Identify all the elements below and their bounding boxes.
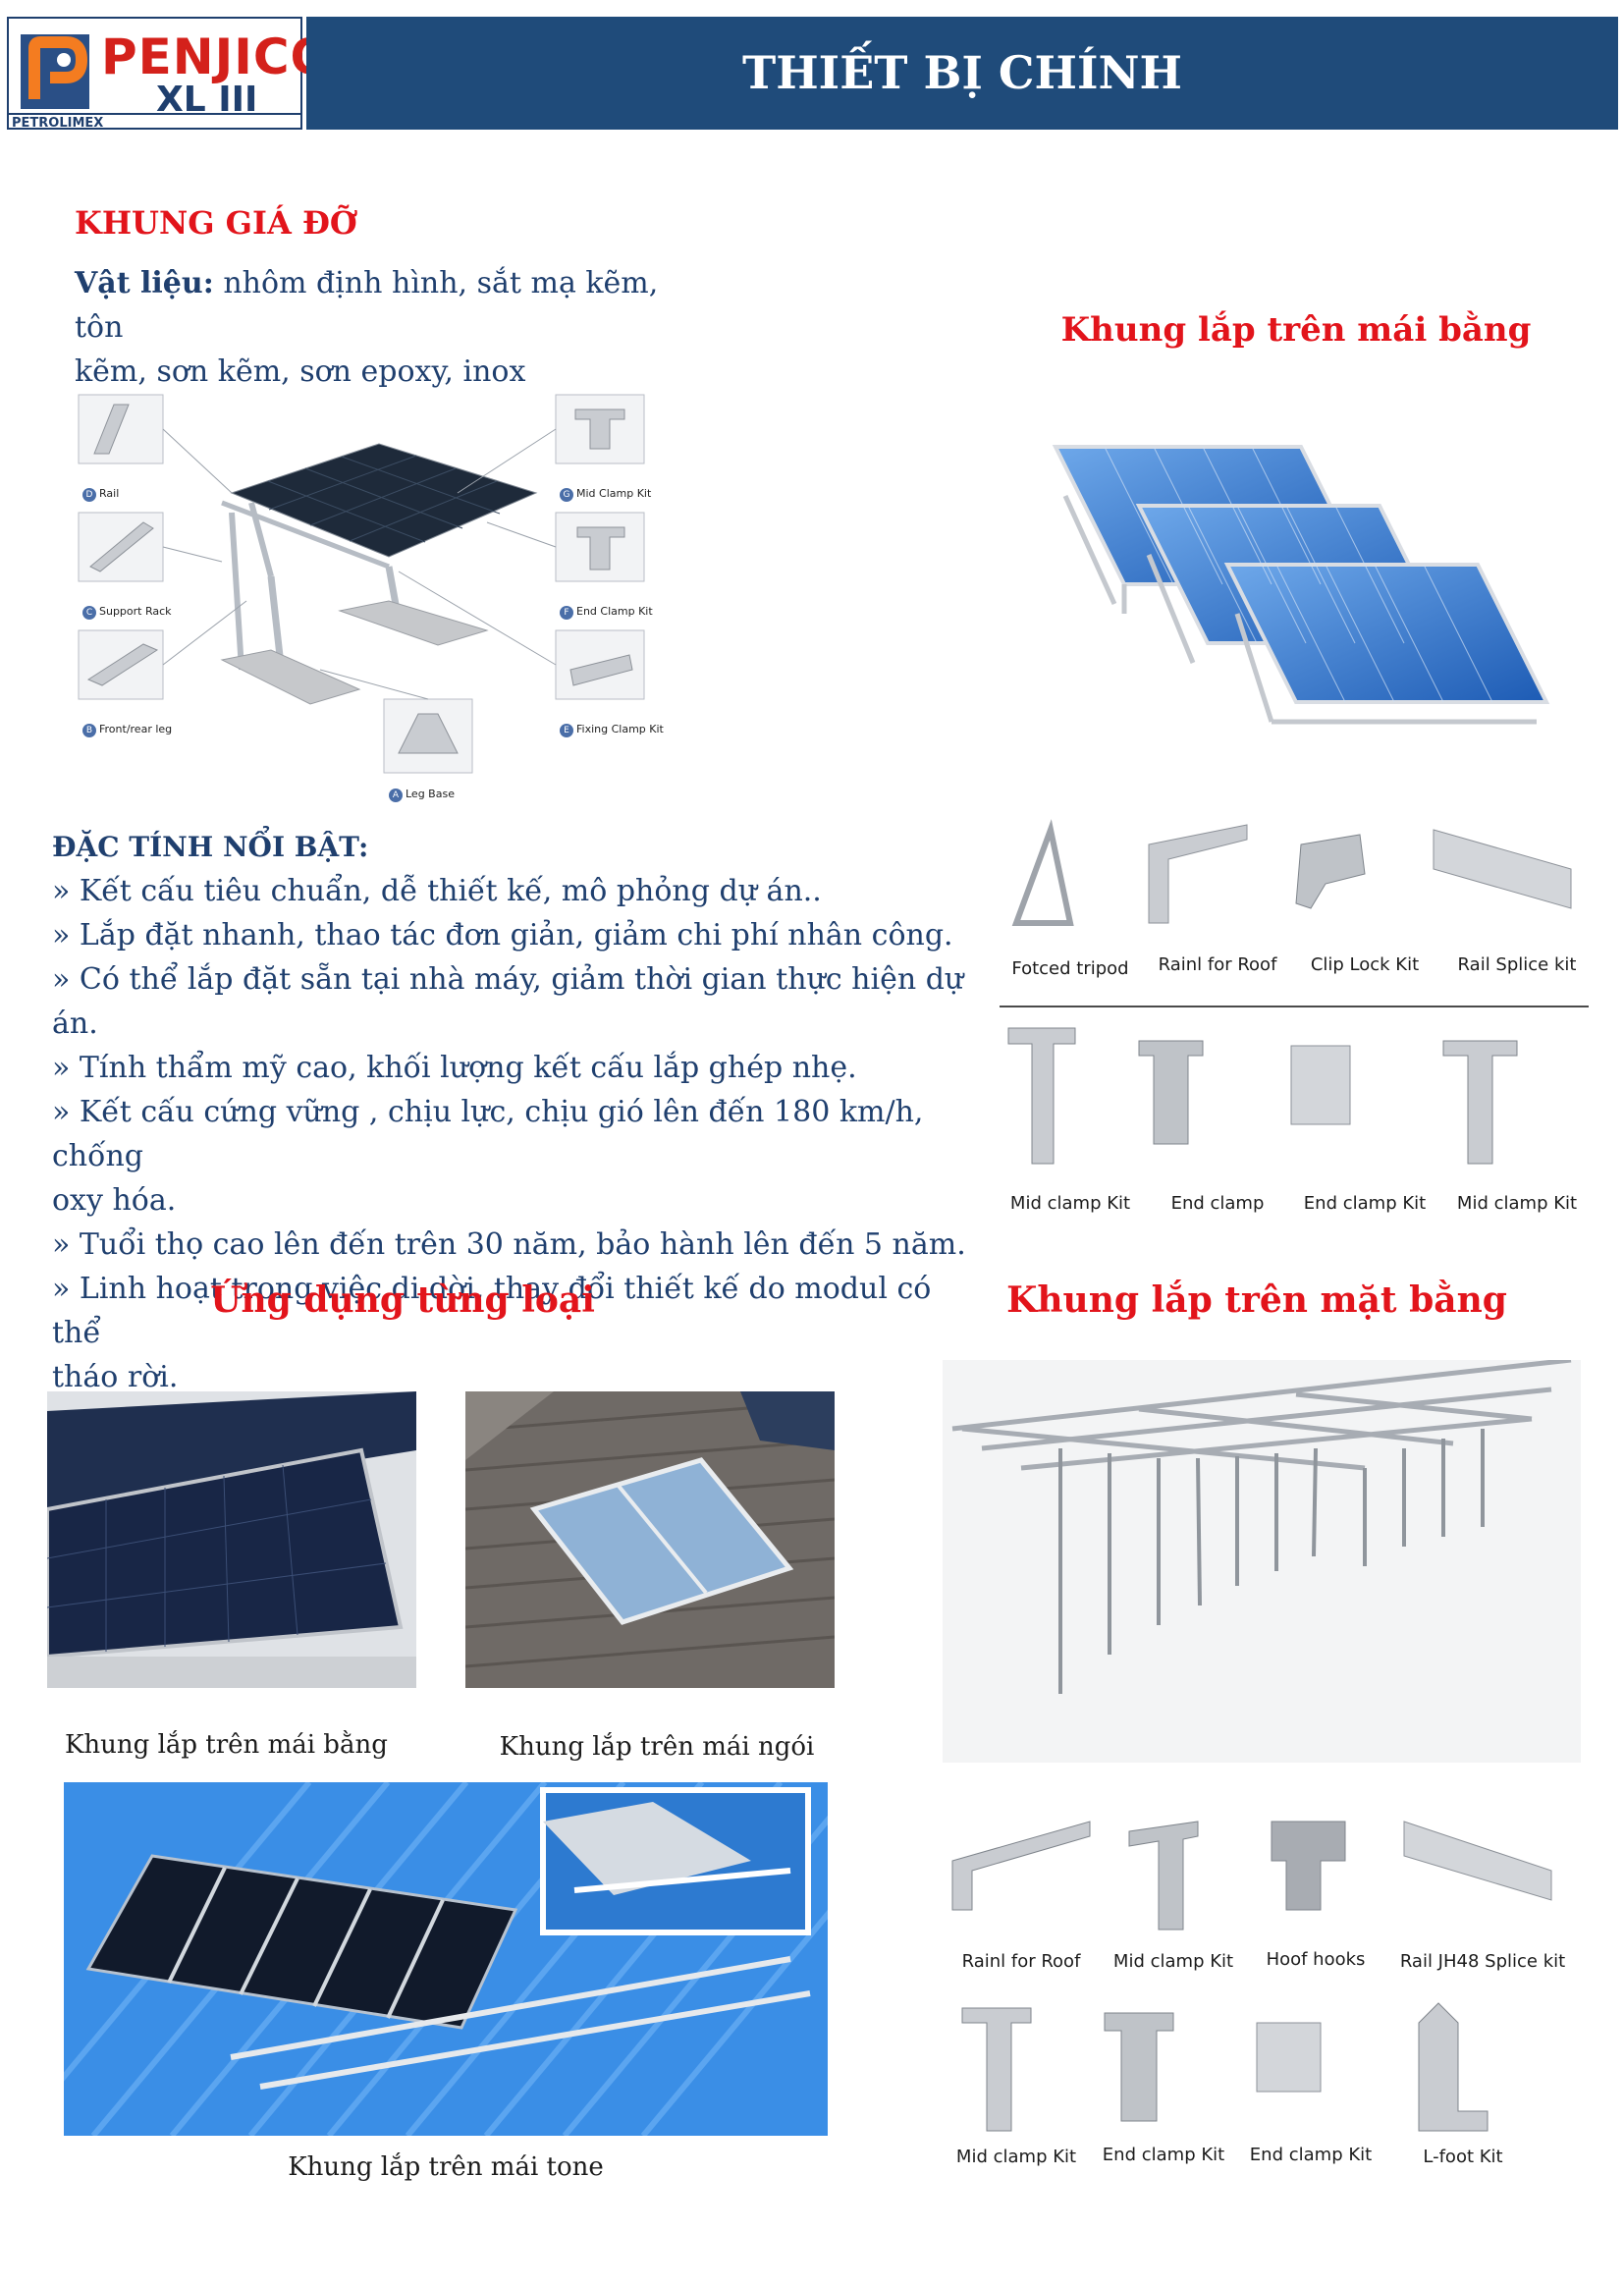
part-caption: Mid clamp Kit <box>1112 1951 1234 1972</box>
part-caption: End clamp Kit <box>1102 2145 1225 2165</box>
feature-item: » Tính thẩm mỹ cao, khối lượng kết cấu l… <box>52 1051 857 1085</box>
logo-emblem-icon <box>21 34 89 109</box>
caption-flat-roof: Khung lắp trên mái bằng <box>65 1730 388 1760</box>
flat-roof-parts-row1: Fotced tripod Rainl for Roof Clip Lock K… <box>997 815 1591 992</box>
part-caption: End clamp <box>1170 1193 1265 1214</box>
page-title: THIẾT BỊ CHÍNH <box>741 46 1183 99</box>
part-caption: Mid clamp Kit <box>955 2147 1077 2167</box>
features-heading: ĐẶC TÍNH NỔI BẬT: <box>52 831 369 863</box>
part-caption: Rainl for Roof <box>1158 954 1277 975</box>
feature-item: » Linh hoạt trong việc di dời, thay đổi … <box>52 1272 932 1350</box>
part-caption: End clamp Kit <box>1303 1193 1427 1214</box>
flat-roof-photo <box>47 1391 416 1688</box>
metal-roof-photo <box>64 1782 828 2136</box>
header-bar: THIẾT BỊ CHÍNH <box>306 17 1618 130</box>
material-text: Vật liệu: nhôm định hình, sắt mạ kẽm, tô… <box>75 261 703 394</box>
part-caption: Clip Lock Kit <box>1310 954 1420 975</box>
tile-roof-photo <box>465 1391 835 1688</box>
applications-heading: Ứng dụng từng loại <box>210 1279 595 1321</box>
part-caption: Rail JH48 Splice kit <box>1399 1951 1566 1972</box>
flat-roof-parts-row2: Mid clamp Kit End clamp End clamp Kit Mi… <box>997 1016 1591 1223</box>
feature-item: » Có thể lắp đặt sẵn tại nhà máy, giảm t… <box>52 962 964 1041</box>
logo-parent-text: PETROLIMEX <box>9 113 300 131</box>
feature-item: » Kết cấu cứng vững , chịu lực, chịu gió… <box>52 1095 924 1173</box>
parts-divider <box>1000 1006 1589 1007</box>
feature-item: oxy hóa. <box>52 1183 177 1218</box>
feature-item: » Tuổi thọ cao lên đến trên 30 năm, bảo … <box>52 1227 966 1262</box>
ground-parts-row1: Rainl for Roof Mid clamp Kit Hoof hooks … <box>943 1802 1581 1988</box>
material-value: nhôm định hình, sắt mạ kẽm, tôn <box>75 266 659 345</box>
feature-item: » Lắp đặt nhanh, thao tác đơn giản, giảm… <box>52 918 953 952</box>
material-value-2: kẽm, sơn kẽm, sơn epoxy, inox <box>75 354 526 389</box>
flat-roof-panels-image <box>1046 437 1586 732</box>
material-label: Vật liệu: <box>75 266 214 300</box>
feature-item: » Kết cấu tiêu chuẩn, dễ thiết kế, mô ph… <box>52 874 822 908</box>
caption-metal-roof: Khung lắp trên mái tone <box>288 2152 604 2182</box>
company-logo: PENJICO XL III PETROLIMEX <box>7 17 332 131</box>
carport-illustration <box>78 394 645 774</box>
part-caption: Rainl for Roof <box>961 1951 1081 1972</box>
ground-parts-row2: Mid clamp Kit End clamp Kit End clamp Ki… <box>943 1993 1581 2180</box>
part-caption: Fotced tripod <box>1011 958 1129 979</box>
part-caption: L-foot Kit <box>1423 2147 1503 2167</box>
logo-brand-text: PENJICO <box>101 28 334 85</box>
part-caption: End clamp Kit <box>1249 2145 1373 2165</box>
features-list: » Kết cấu tiêu chuẩn, dễ thiết kế, mô ph… <box>52 869 975 1399</box>
caption-tile-roof: Khung lắp trên mái ngói <box>499 1732 815 1762</box>
feature-item: tháo rời. <box>52 1360 179 1394</box>
part-caption: Mid clamp Kit <box>1456 1193 1578 1214</box>
frame-heading: KHUNG GIÁ ĐỠ <box>75 204 357 242</box>
part-caption: Rail Splice kit <box>1457 954 1577 975</box>
flat-roof-heading: Khung lắp trên mái bằng <box>1060 310 1532 350</box>
part-caption: Mid clamp Kit <box>1009 1193 1131 1214</box>
ground-heading: Khung lắp trên mặt bằng <box>1006 1279 1507 1321</box>
ground-frame-image <box>943 1360 1581 1763</box>
part-caption: Hoof hooks <box>1266 1949 1366 1970</box>
